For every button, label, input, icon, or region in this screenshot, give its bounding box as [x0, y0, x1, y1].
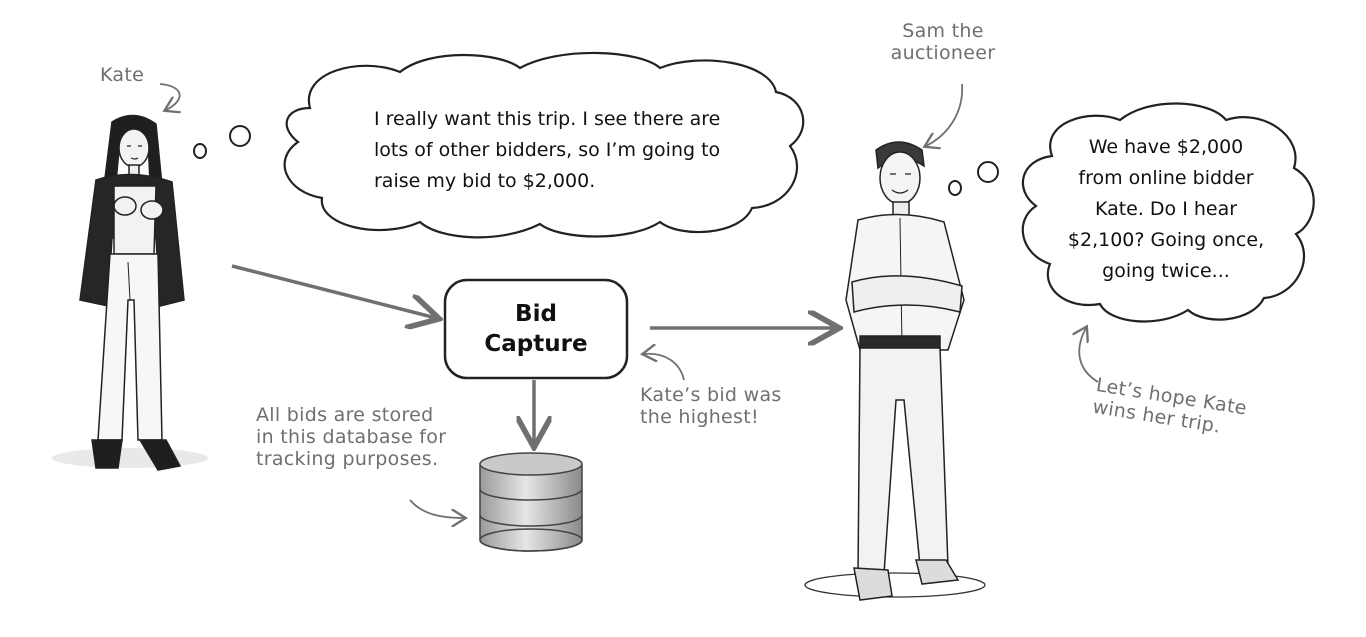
sam-thought-line4: $2,100? Going once,	[1067, 229, 1265, 251]
sam-thought-cloud	[1021, 102, 1315, 323]
database-note-line3: tracking purposes.	[256, 448, 439, 470]
sam-thought-line2: from online bidder	[1078, 167, 1254, 189]
database-note-arrow	[409, 499, 464, 518]
sam-label-arrow	[926, 83, 963, 146]
kate-thought-dot-large	[229, 125, 251, 147]
sam-thought-dot-small	[948, 180, 962, 196]
arrow-kate-to-bid-capture	[231, 264, 436, 318]
highest-note-line2: the highest!	[640, 406, 759, 428]
highest-note: Kate’s bid was the highest!	[640, 384, 782, 428]
bid-capture-label-line2: Capture	[484, 331, 588, 357]
bid-capture-box	[443, 278, 629, 380]
hope-note-arrow	[1079, 328, 1099, 383]
kate-thought-line2: lots of other bidders, so I’m going to	[374, 139, 721, 161]
kate-label: Kate	[100, 64, 145, 86]
sam-thought-line1: We have $2,000	[1088, 136, 1244, 158]
sam-figure	[804, 141, 986, 601]
sam-label-line1: Sam the	[902, 20, 984, 42]
kate-thought-line1: I really want this trip. I see there are	[374, 108, 721, 130]
kate-figure	[52, 114, 208, 471]
database-note-line1: All bids are stored	[256, 404, 434, 426]
database-note: All bids are stored in this database for…	[256, 404, 446, 470]
sam-thought-line3: Kate. Do I hear	[1094, 198, 1238, 220]
sam-label: Sam the auctioneer	[888, 20, 998, 64]
database-icon	[479, 452, 583, 552]
sam-thought-dot-large	[977, 161, 999, 183]
bid-capture-label-line1: Bid	[515, 301, 557, 327]
sam-thought-text: We have $2,000 from online bidder Kate. …	[1058, 132, 1274, 287]
kate-thought-dot-small	[193, 143, 207, 159]
highest-note-arrow	[644, 354, 685, 381]
kate-thought-cloud	[283, 51, 805, 239]
sam-thought-line5: going twice...	[1102, 260, 1230, 282]
sam-label-line2: auctioneer	[890, 42, 996, 64]
highest-note-line1: Kate’s bid was	[640, 384, 782, 406]
kate-thought-text: I really want this trip. I see there are…	[374, 104, 720, 197]
kate-label-arrow	[159, 83, 180, 110]
database-note-line2: in this database for	[256, 426, 447, 448]
kate-thought-line3: raise my bid to $2,000.	[374, 170, 596, 192]
bid-capture-label: Bid Capture	[445, 280, 627, 378]
